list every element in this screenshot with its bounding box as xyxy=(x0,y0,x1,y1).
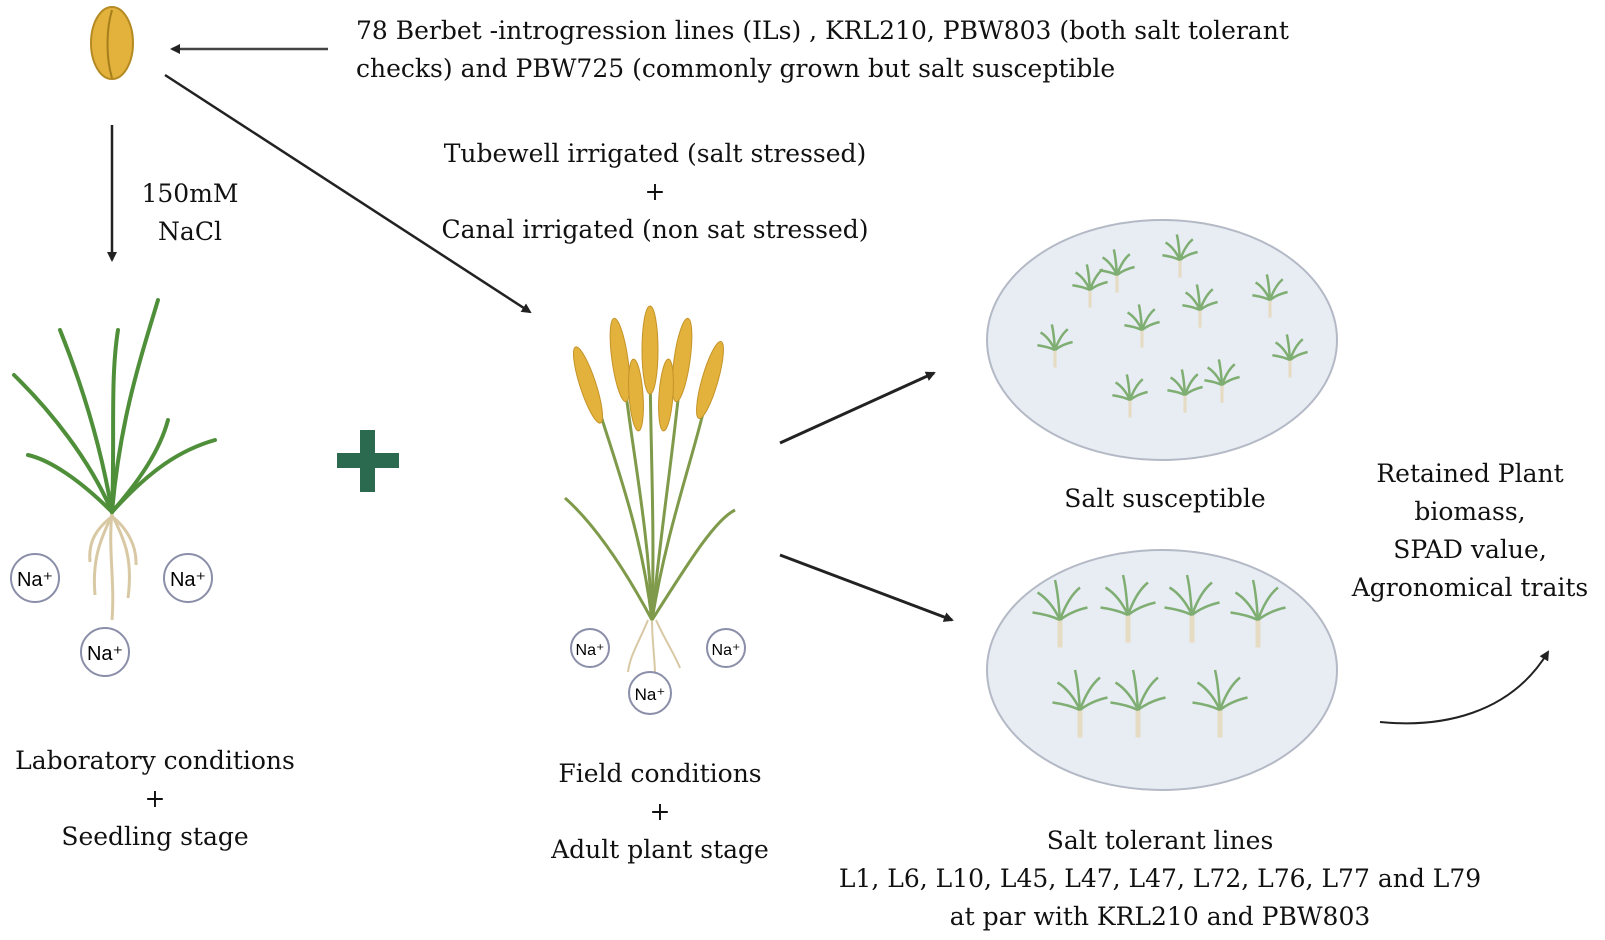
small-seedling-6 xyxy=(1037,324,1073,368)
susceptible-ellipse xyxy=(986,219,1338,461)
svg-text:Na⁺: Na⁺ xyxy=(576,642,605,659)
svg-text:Na⁺: Na⁺ xyxy=(170,569,206,591)
small-seedling-3 xyxy=(1162,234,1198,278)
tolerant-label-line-1: Salt tolerant lines xyxy=(1046,826,1274,855)
susceptible-label: Salt susceptible xyxy=(1064,484,1266,513)
lab-caption-line-1: Laboratory conditions xyxy=(15,746,295,775)
large-seedling-5 xyxy=(1052,669,1108,738)
small-seedling-10 xyxy=(1167,369,1203,413)
na-ion-lab-bottom: Na⁺ xyxy=(80,627,130,677)
large-seedling-7 xyxy=(1192,669,1248,738)
large-seedling-3 xyxy=(1164,574,1220,643)
field-treatment-plus: + xyxy=(644,177,666,206)
arrow-tolerant-to-traits xyxy=(1379,650,1550,725)
input-line-1: 78 Berbet -introgression lines (ILs) , K… xyxy=(356,16,1289,45)
retained-line-3: SPAD value, xyxy=(1393,535,1547,564)
small-seedling-7 xyxy=(1124,304,1160,348)
lab-treatment-line-1: 150mM xyxy=(141,179,239,208)
field-caption-line-2: Adult plant stage xyxy=(551,835,769,864)
field-caption-plus: + xyxy=(649,797,671,826)
arrow-field-to-susceptible xyxy=(779,371,936,445)
na-ion-lab-right: Na⁺ xyxy=(163,553,213,603)
large-seedling-2 xyxy=(1100,574,1156,643)
lab-caption-line-2: Seedling stage xyxy=(61,822,249,851)
lab-treatment-line-2: NaCl xyxy=(158,217,222,246)
na-ion-field-bottom: Na⁺ xyxy=(628,671,672,715)
lab-caption: Laboratory conditions + Seedling stage xyxy=(0,742,310,856)
tolerant-seedlings xyxy=(1032,574,1286,738)
lab-caption-plus: + xyxy=(144,784,166,813)
arrow-seed-to-field xyxy=(164,73,532,314)
field-caption: Field conditions + Adult plant stage xyxy=(510,755,810,869)
na-ion-field-left: Na⁺ xyxy=(570,628,610,668)
tolerant-ellipse xyxy=(986,549,1338,791)
input-line-2: checks) and PBW725 (commonly grown but s… xyxy=(356,54,1116,83)
large-seedling-4 xyxy=(1230,579,1286,648)
svg-text:Na⁺: Na⁺ xyxy=(712,642,741,659)
tolerant-label-line-3: at par with KRL210 and PBW803 xyxy=(949,902,1371,931)
small-seedling-5 xyxy=(1252,274,1288,318)
svg-text:Na⁺: Na⁺ xyxy=(87,643,123,665)
retained-line-2: biomass, xyxy=(1414,497,1526,526)
retained-line-1: Retained Plant xyxy=(1376,459,1564,488)
retained-line-4: Agronomical traits xyxy=(1351,573,1589,602)
small-seedling-8 xyxy=(1272,334,1308,378)
seed-icon xyxy=(90,6,134,80)
small-seedling-1 xyxy=(1072,264,1108,308)
seedling-plant-icon xyxy=(12,298,217,621)
lab-treatment-text: 150mM NaCl xyxy=(120,175,260,251)
retained-traits-text: Retained Plant biomass, SPAD value, Agro… xyxy=(1345,455,1595,607)
field-caption-line-1: Field conditions xyxy=(558,759,762,788)
large-seedling-6 xyxy=(1110,669,1166,738)
input-lines-text: 78 Berbet -introgression lines (ILs) , K… xyxy=(356,12,1289,88)
tolerant-label-line-2: L1, L6, L10, L45, L47, L47, L72, L76, L7… xyxy=(838,864,1482,893)
small-seedling-11 xyxy=(1204,359,1240,403)
arrow-field-to-tolerant xyxy=(779,553,954,622)
na-ion-lab-left: Na⁺ xyxy=(10,553,60,603)
adult-plant-icon xyxy=(564,305,736,676)
field-treatment-line-2: Canal irrigated (non sat stressed) xyxy=(441,215,869,244)
svg-text:Na⁺: Na⁺ xyxy=(17,569,53,591)
field-treatment-line-1: Tubewell irrigated (salt stressed) xyxy=(443,139,867,168)
svg-text:Na⁺: Na⁺ xyxy=(635,685,666,704)
plus-icon xyxy=(337,430,399,492)
field-treatment-text: Tubewell irrigated (salt stressed) + Can… xyxy=(430,135,880,249)
na-ion-field-right: Na⁺ xyxy=(706,628,746,668)
small-seedling-4 xyxy=(1182,284,1218,328)
tolerant-label: Salt tolerant lines L1, L6, L10, L45, L4… xyxy=(810,822,1510,936)
small-seedling-2 xyxy=(1099,249,1135,293)
large-seedling-1 xyxy=(1032,579,1088,648)
small-seedling-9 xyxy=(1112,374,1148,418)
susceptible-seedlings xyxy=(1037,234,1308,418)
